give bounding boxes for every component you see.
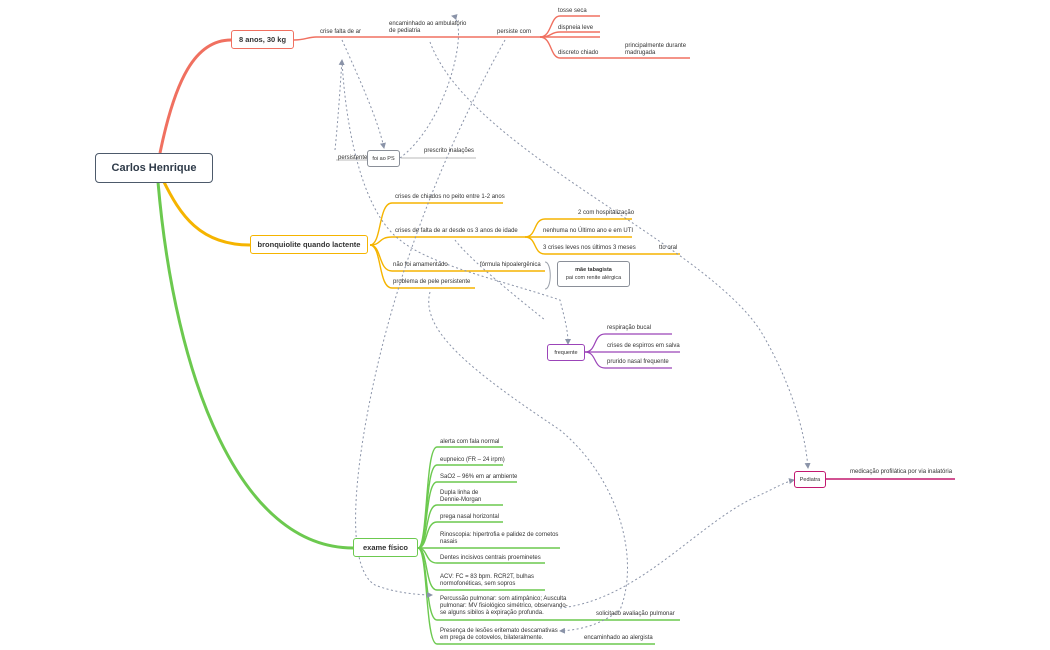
branch-exame-lines	[156, 181, 680, 645]
frequente-lines	[584, 333, 680, 369]
node-frequente[interactable]: frequente	[547, 344, 585, 361]
label-crise-falta-de-ar: crise falta de ar	[320, 29, 362, 35]
exam-item-acv: ACV: FC = 83 bpm. RCR2T, bulhas normofon…	[440, 574, 534, 587]
node-bronquiolite[interactable]: bronquiolite quando lactente	[250, 235, 368, 254]
label-avaliacao-pulmonar: solicitado avaliação pulmonar	[596, 611, 675, 617]
label-encaminhado-ambulatorio: encaminhado ao ambulatório de pediatria	[389, 21, 467, 34]
node-frequente-label: frequente	[554, 349, 578, 356]
exam-item-alerta: alerta com fala normal	[440, 439, 500, 445]
label-crises-espirros: crises de espirros em salva	[607, 343, 680, 349]
exam-item-dennie-morgan: Dupla linha de Dennie-Morgan	[440, 490, 482, 503]
root-label: Carlos Henrique	[111, 162, 197, 174]
relation-connectors	[334, 14, 811, 634]
mae-tabagista-text: mãe tabagista	[575, 267, 612, 273]
label-crises-chiados: crises de chiados no peito entre 1-2 ano…	[395, 194, 505, 200]
exam-item-eupneico: eupneico (FR – 24 irpm)	[440, 457, 505, 463]
label-dispneia-leve: dispneia leve	[558, 25, 594, 31]
label-madrugada: principalmente durante madrugada	[625, 43, 687, 56]
exam-item-prega-nasal: prega nasal horizontal	[440, 514, 500, 520]
label-nenhuma-uti: nenhuma no Último ano e em UTI	[543, 228, 634, 234]
node-exame-fisico[interactable]: exame físico	[353, 538, 418, 557]
node-8-anos-label: 8 anos, 30 kg	[238, 35, 287, 44]
exam-item-dentes: Dentes incisivos centrais proeminetes	[440, 555, 541, 561]
exam-item-rinoscopia: Rinoscopia: hipertrofia e palidez de cor…	[440, 532, 559, 545]
ps-lines	[336, 157, 476, 161]
label-crises-falta-de-ar: crises de falta de ar desde os 3 anos de…	[395, 228, 518, 234]
node-exame-fisico-label: exame físico	[362, 543, 409, 552]
label-nao-amamentado: não foi amamentado	[393, 262, 448, 268]
node-bronquiolite-label: bronquiolite quando lactente	[257, 240, 361, 249]
label-discreto-chiado: discreto chiado	[558, 50, 599, 56]
pai-renite-text: pai com renite alérgica	[565, 275, 622, 281]
label-encaminhado-alergista: encaminhado ao alergista	[584, 635, 653, 641]
label-prescrito-inalacoes: prescrito inalações	[424, 148, 475, 154]
branch-8-anos-lines	[158, 15, 690, 154]
label-persistente: persistente	[338, 155, 368, 161]
node-8-anos[interactable]: 8 anos, 30 kg	[231, 30, 294, 49]
label-hospitalizacao: 2 com hospitalização	[578, 210, 635, 216]
label-prurido-nasal: prurido nasal frequente	[607, 359, 669, 365]
label-tosse-seca: tosse seca	[558, 8, 587, 14]
label-tto-oral: tto oral	[659, 245, 678, 251]
node-mae-tabagista[interactable]: mãe tabagista pai com renite alérgica	[557, 261, 630, 287]
node-foi-ao-ps[interactable]: foi ao PS	[367, 150, 400, 167]
label-respiracao-bucal: respiração bucal	[607, 325, 652, 331]
label-persiste-com: persiste com	[497, 29, 532, 35]
label-crises-leves: 3 crises leves nos últimos 3 meses	[543, 245, 636, 251]
label-problema-de-pele: problema de pele persistente	[393, 279, 471, 285]
label-formula: fórmula hipoalergênica	[480, 262, 541, 268]
node-pediatra[interactable]: Pediatra	[794, 471, 826, 488]
label-medicacao-profilatica: medicação profilática por via inalatória	[850, 469, 953, 475]
exam-item-percussao: Percussão pulmonar: som atimpânico; Ausc…	[440, 596, 568, 616]
root-node[interactable]: Carlos Henrique	[95, 153, 213, 183]
node-pediatra-label: Pediatra	[799, 476, 821, 483]
exam-item-sao2: SaO2 – 96% em ar ambiente	[440, 474, 518, 480]
branch-bronquiolite-lines	[161, 179, 680, 289]
node-foi-ao-ps-label: foi ao PS	[372, 155, 395, 162]
exam-item-lesoes: Presença de lesões eritemato descamativa…	[440, 628, 558, 641]
